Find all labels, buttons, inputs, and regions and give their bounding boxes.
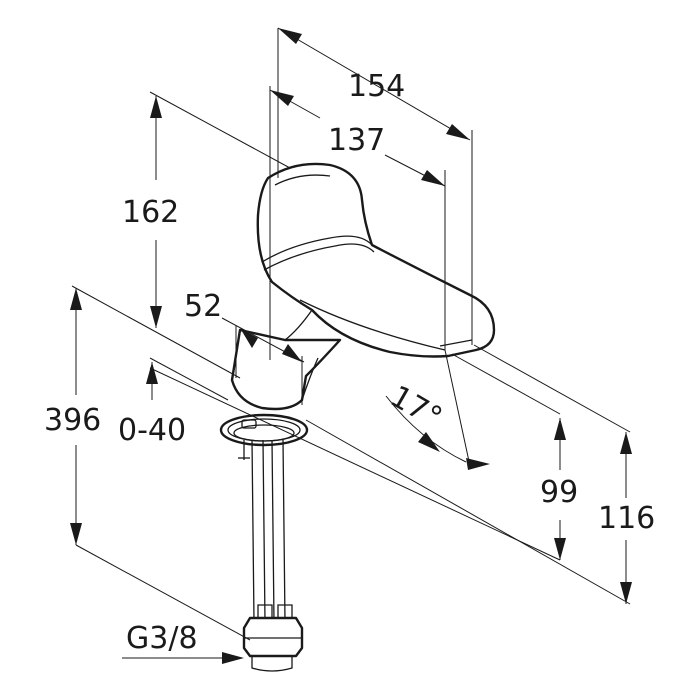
dim-52-label: 52	[184, 289, 222, 324]
dim-0-40: 0-40	[118, 357, 229, 448]
dim-0-40-label: 0-40	[118, 413, 186, 448]
supply-hoses	[242, 439, 304, 672]
dim-17-angle: 17°	[384, 349, 490, 470]
dim-154-label: 154	[348, 69, 405, 104]
dim-116: 116	[305, 344, 655, 605]
dim-99-label: 99	[540, 475, 578, 510]
dim-116-label: 116	[598, 501, 655, 536]
dim-g3-8-label: G3/8	[126, 621, 198, 656]
dim-137: 137	[269, 86, 446, 360]
dim-154: 154	[277, 27, 473, 345]
faucet-body	[230, 162, 496, 411]
dim-396-label: 396	[44, 403, 101, 438]
dim-396: 396	[44, 285, 251, 641]
dim-52: 52	[184, 289, 305, 405]
mounting-ring	[219, 413, 309, 460]
dim-162-label: 162	[122, 195, 179, 230]
dim-17-label: 17°	[384, 379, 448, 436]
dim-g3-8: G3/8	[122, 621, 244, 664]
dim-99: 99	[149, 353, 578, 561]
dim-162: 162	[122, 91, 291, 328]
dim-137-label: 137	[328, 123, 385, 158]
